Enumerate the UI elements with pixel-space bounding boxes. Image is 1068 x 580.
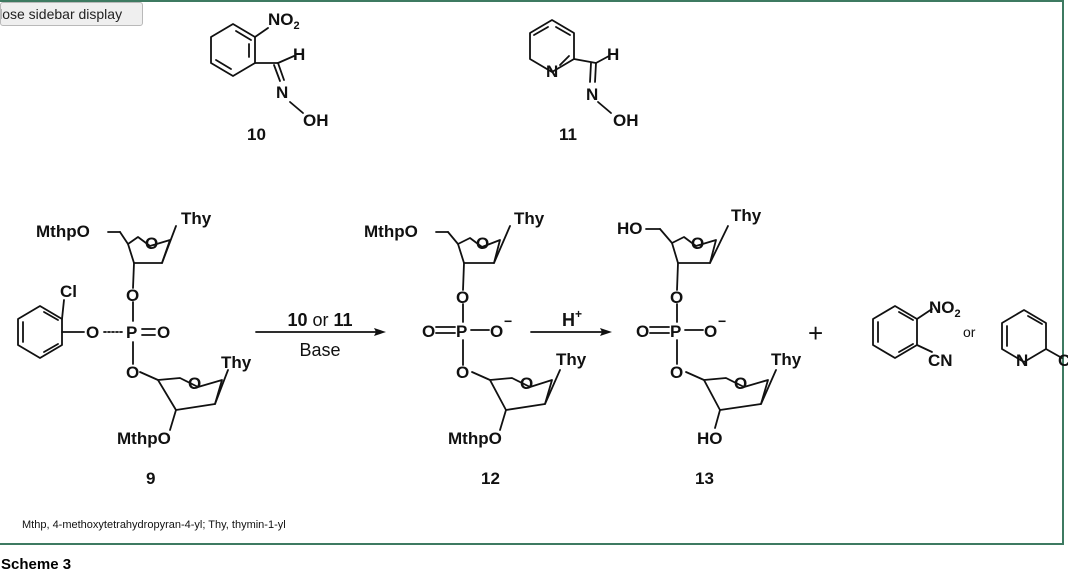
scheme-caption: Scheme 3 — [1, 556, 72, 573]
product-or-text: or — [963, 324, 976, 340]
c13-thy-top: Thy — [731, 206, 762, 225]
scheme-frame — [0, 0, 1064, 545]
compound-9-number: 9 — [146, 469, 155, 488]
c12-thy-bot: Thy — [556, 350, 587, 369]
c11-ring-n-label: N — [546, 62, 558, 81]
c13-o-bridge-bot: O — [670, 363, 683, 382]
c13-thy-bot: Thy — [771, 350, 802, 369]
c10-no2-label: NO — [268, 10, 294, 29]
plus-sign: + — [808, 318, 823, 348]
c9-p-label: P — [126, 323, 137, 342]
c11-oh-label: OH — [613, 111, 639, 130]
c13-ho-bot: HO — [697, 429, 723, 448]
tooltip-text: Close sidebar display — [0, 6, 123, 22]
compound-11-number: 11 — [559, 125, 577, 144]
c9-thy-bot: Thy — [221, 353, 252, 372]
arrow-1-base: Base — [299, 340, 340, 360]
c10-n-label: N — [276, 83, 288, 102]
c9-ring-o-top: O — [145, 234, 158, 253]
product-ring-n: N — [1016, 351, 1028, 370]
c12-o-bridge-bot: O — [456, 363, 469, 382]
c12-o-bridge-top: O — [456, 288, 469, 307]
compound-13-structure — [645, 225, 777, 429]
product-cn-label: CN — [928, 351, 953, 370]
c13-o-left: O — [636, 322, 649, 341]
compound-10-structure — [210, 23, 304, 114]
c12-o-left: O — [422, 322, 435, 341]
compound-13-number: 13 — [695, 469, 714, 488]
arrow-1-reagent-11: 11 — [334, 310, 353, 330]
product-c-partial: C — [1058, 351, 1068, 370]
c13-o-bridge-top: O — [670, 288, 683, 307]
c10-no2-subscript: 2 — [294, 20, 300, 32]
c12-thy-top: Thy — [514, 209, 545, 228]
c11-h-label: H — [607, 45, 619, 64]
c10-h-label: H — [293, 45, 305, 64]
reaction-scheme: NO2 H N OH 10 N H N OH 11 MthpO Thy O Cl… — [17, 10, 1068, 531]
c9-o-bridge-bot: O — [126, 363, 139, 382]
c13-minus: − — [718, 313, 726, 329]
arrow-2-head — [600, 328, 612, 336]
arrow-2-charge: + — [575, 307, 582, 321]
c9-mthpo-bot: MthpO — [117, 429, 171, 448]
arrow-2-reagent: H+ — [562, 307, 582, 330]
arrow-1-head — [374, 328, 386, 336]
c13-ring-o-bot: O — [734, 374, 747, 393]
c12-ring-o-bot: O — [520, 374, 533, 393]
c9-ring-o-bot: O — [188, 374, 201, 393]
c13-ho-top: HO — [617, 219, 643, 238]
compound-9-structure — [17, 225, 229, 431]
c12-p-label: P — [456, 322, 467, 341]
svg-text:NO2: NO2 — [929, 298, 961, 320]
arrow-1-reagent-10: 10 — [287, 310, 307, 330]
footnote-text: Mthp, 4-methoxytetrahydropyran-4-yl; Thy… — [22, 519, 286, 531]
compound-12-number: 12 — [481, 469, 500, 488]
arrow-1-or: or — [307, 310, 333, 330]
c11-n-label: N — [586, 85, 598, 104]
arrow-2-h: H — [562, 310, 575, 330]
c9-o-link: O — [86, 323, 99, 342]
compound-12-structure — [435, 225, 561, 431]
c9-cl-label: Cl — [60, 282, 77, 301]
c10-oh-label: OH — [303, 111, 329, 130]
c9-thy-top: Thy — [181, 209, 212, 228]
c12-mthpo-bot: MthpO — [448, 429, 502, 448]
c13-ring-o-top: O — [691, 234, 704, 253]
c12-minus: − — [504, 313, 512, 329]
byproduct-structures — [872, 305, 1063, 363]
compound-10-number: 10 — [247, 125, 266, 144]
svg-text:NO2: NO2 — [268, 10, 300, 32]
c9-mthpo-top: MthpO — [36, 222, 90, 241]
c9-o-bridge-top: O — [126, 286, 139, 305]
c12-mthpo-top: MthpO — [364, 222, 418, 241]
arrow-1-reagent-line: 10 or 11 — [287, 310, 352, 330]
c12-o-right: O — [490, 322, 503, 341]
c9-o-double: O — [157, 323, 170, 342]
sidebar-tooltip: Close sidebar display — [0, 2, 144, 26]
product-no2-subscript: 2 — [955, 308, 961, 320]
compound-11-structure — [529, 19, 612, 114]
c13-o-right: O — [704, 322, 717, 341]
product-no2-label: NO — [929, 298, 955, 317]
c12-ring-o-top: O — [476, 234, 489, 253]
c13-p-label: P — [670, 322, 681, 341]
